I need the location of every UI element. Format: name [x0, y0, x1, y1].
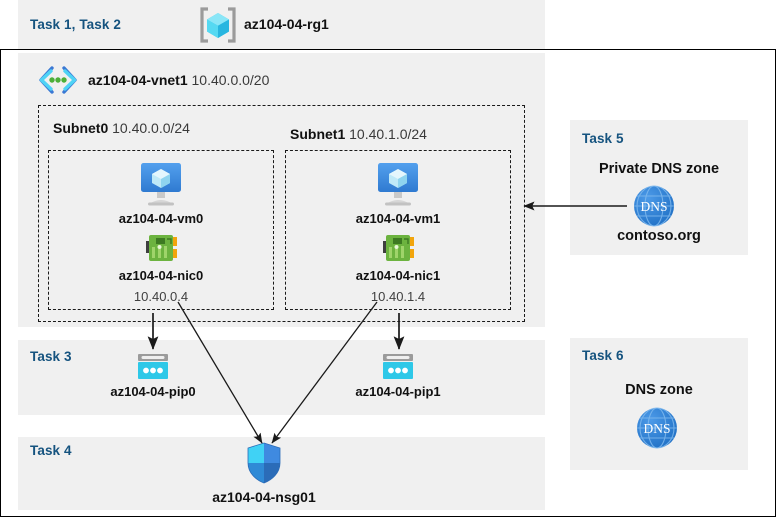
subnet1-name: Subnet1 [290, 126, 346, 142]
public-ip-panel [18, 340, 545, 415]
vnet-panel [18, 53, 545, 327]
vm1-name: az104-04-vm1 [355, 211, 441, 226]
network-security-group-shield-icon [245, 441, 283, 485]
vnet-name: az104-04-vnet1 [88, 72, 188, 88]
dns-globe-icon: DNS [631, 183, 677, 229]
virtual-network-icon [36, 65, 80, 95]
nsg-panel [18, 437, 545, 510]
task-label-4: Task 4 [30, 443, 72, 458]
subnet0-box [48, 150, 274, 310]
resource-group-band [18, 0, 545, 49]
subnet1-box [285, 150, 511, 310]
task-label-1-2: Task 1, Task 2 [30, 17, 121, 32]
private-dns-name: contoso.org [617, 228, 701, 244]
nic0-name: az104-04-nic0 [118, 268, 204, 283]
network-interface-icon [143, 232, 179, 264]
task-label-6: Task 6 [582, 348, 624, 363]
public-dns-heading: DNS zone [625, 382, 693, 398]
task-label-5: Task 5 [582, 131, 624, 146]
public-ip-address-icon [135, 352, 171, 382]
nic0-ip: 10.40.0.4 [133, 289, 189, 304]
nic1-ip: 10.40.1.4 [370, 289, 426, 304]
dns-icon-text: DNS [640, 199, 667, 214]
dns-icon-text: DNS [643, 421, 670, 436]
resource-group-name: az104-04-rg1 [244, 16, 329, 32]
pip0-name: az104-04-pip0 [110, 384, 196, 399]
nic1-name: az104-04-nic1 [355, 268, 441, 283]
subnet0-name: Subnet0 [53, 120, 109, 136]
private-dns-heading: Private DNS zone [598, 161, 720, 177]
vnet-cidr: 10.40.0.0/20 [191, 72, 270, 88]
public-ip-address-icon [380, 352, 416, 382]
resource-group-cube-icon [198, 6, 238, 44]
vnet-header: az104-04-vnet1 10.40.0.0/20 [88, 72, 269, 88]
task-label-3: Task 3 [30, 349, 72, 364]
subnet0-cidr: 10.40.0.0/24 [112, 120, 190, 136]
nsg-name: az104-04-nsg01 [212, 489, 316, 505]
subnet0-header: Subnet0 10.40.0.0/24 [53, 120, 190, 136]
vm0-name: az104-04-vm0 [118, 211, 204, 226]
virtual-machine-icon [372, 160, 424, 208]
subnet1-cidr: 10.40.1.0/24 [349, 126, 427, 142]
pip1-name: az104-04-pip1 [355, 384, 441, 399]
dns-globe-icon: DNS [634, 405, 680, 451]
virtual-machine-icon [135, 160, 187, 208]
subnet1-header: Subnet1 10.40.1.0/24 [290, 126, 427, 142]
network-interface-icon [380, 232, 416, 264]
